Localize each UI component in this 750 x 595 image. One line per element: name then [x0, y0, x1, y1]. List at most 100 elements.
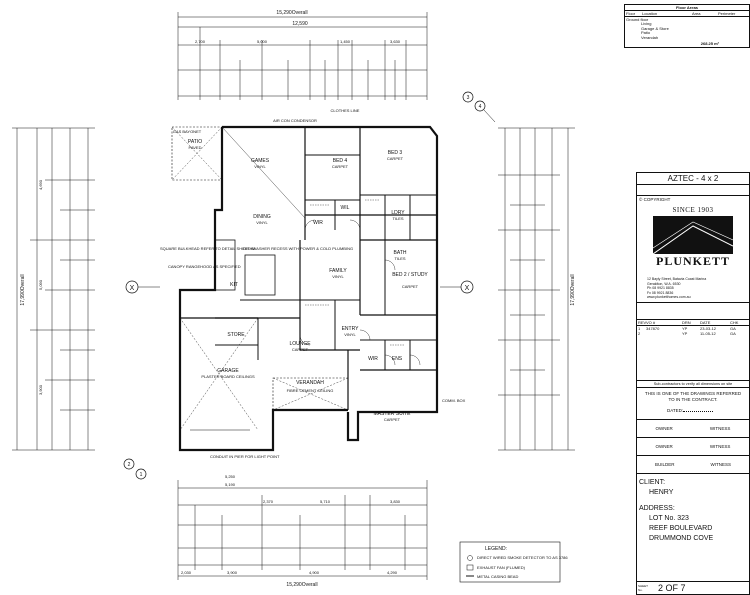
client-section: CLIENT: HENRY: [637, 474, 749, 498]
dated-field: DATED:: [637, 406, 749, 415]
plan-notes: AIR CON CONDENSOR CLOTHES LINE GAS BAYON…: [160, 108, 466, 459]
svg-text:PLASTER BOARD CEILINGS: PLASTER BOARD CEILINGS: [201, 374, 255, 379]
legend-item-exhaust: EXHAUST FAN (FLUMED): [477, 565, 526, 570]
bottom-chain-4: 4,290: [387, 570, 398, 575]
grid-marker-left: X: [125, 280, 160, 294]
left-dimension-strings: [12, 127, 95, 451]
svg-text:CARPET: CARPET: [384, 417, 401, 422]
room-label-lounge: LOUNGE: [289, 341, 311, 347]
floor-areas-title: Floor Areas: [625, 5, 749, 11]
room-label-laundry: LDRY: [391, 210, 405, 216]
copyright: © COPYRIGHT: [639, 197, 671, 202]
svg-text:CARPET: CARPET: [387, 156, 404, 161]
note-conduit: CONDUIT IN PIER FOR LIGHT POINT: [210, 454, 280, 459]
room-label-master-suite: MASTER SUITE: [374, 411, 412, 417]
address-street: REEF BOULEVARD: [649, 524, 713, 532]
legend-title: LEGEND:: [485, 546, 507, 552]
note-aircon: AIR CON CONDENSOR: [273, 118, 317, 123]
company-logo: SINCE 1903 PLUNKETT: [645, 206, 741, 276]
bottom-chain-1: 2,030: [181, 570, 192, 575]
floor-area-row: Patio: [641, 30, 651, 35]
revision-table: REV VO # DRN DATE CHK 1 347870 YP 23-03-…: [637, 320, 749, 381]
legend-item-smoke: DIRECT WIRED SMOKE DETECTOR TO AS 3786: [477, 555, 568, 560]
left-chain-1: 4,690: [38, 179, 43, 190]
svg-text:1: 1: [140, 472, 143, 478]
legend-item-metal-bead: METAL CASING BEAD: [477, 574, 518, 579]
bottom-dim-5: 3,830: [390, 499, 401, 504]
svg-text:VINYL: VINYL: [332, 274, 344, 279]
address-label: ADDRESS:: [639, 504, 675, 512]
svg-text:VINYL: VINYL: [254, 164, 266, 169]
svg-text:X: X: [130, 285, 135, 292]
logo-since: SINCE 1903: [672, 206, 714, 214]
room-label-dining: DINING: [253, 214, 271, 220]
note-canopy: CANOPY RANGEHOOD AS SPECIFIED: [168, 264, 241, 269]
top-dimension-strings: [177, 12, 428, 100]
section-callout-2-1: 2 1: [123, 458, 147, 480]
room-label-ensuite: ENS: [392, 356, 403, 362]
room-label-bed3: BED 3: [388, 150, 403, 156]
room-label-patio: PATIO: [188, 139, 202, 145]
left-overall-dimension: 17,990Overall: [20, 274, 26, 305]
top-dim-3: 1,450: [340, 39, 351, 44]
svg-text:3: 3: [467, 95, 470, 101]
room-label-garage: GARAGE: [217, 368, 239, 374]
floor-area-total: 268.25 m²: [700, 41, 719, 46]
svg-text:CARPET: CARPET: [332, 164, 349, 169]
room-labels: PATIO PAVED GAMES VINYL BED 4 CARPET BED…: [188, 139, 429, 422]
subcontractor-note: Sub-contractors to verify all dimensions…: [637, 381, 749, 388]
room-label-games: GAMES: [251, 158, 270, 164]
building-walls: [171, 125, 439, 452]
bottom-dim-4: 5,710: [320, 499, 331, 504]
room-label-entry: ENTRY: [342, 326, 360, 332]
bottom-chain-2: 3,900: [227, 570, 238, 575]
roof-logo-icon: [653, 216, 733, 254]
top-dim-2: 5,000: [257, 39, 268, 44]
svg-text:CARPET: CARPET: [402, 284, 419, 289]
right-overall-dimension: 17,990Overall: [570, 274, 576, 305]
floor-name: Ground floor: [626, 17, 649, 22]
client-label: CLIENT:: [639, 478, 666, 486]
sheet-number: 2 OF 7: [658, 583, 686, 593]
svg-text:X: X: [465, 285, 470, 292]
address-section: ADDRESS: LOT No. 323 REEF BOULEVARD DRUM…: [637, 498, 749, 544]
address-lot: LOT No. 323: [649, 514, 689, 522]
top-dim-4: 3,630: [390, 39, 401, 44]
note-dishwasher: DISHWASHER RECESS WITH POWER & COLD PLUM…: [243, 246, 353, 251]
svg-text:2: 2: [128, 462, 131, 468]
top-second-dimension: 12,590: [292, 21, 308, 27]
svg-text:FIBRE CEMENT CEILING: FIBRE CEMENT CEILING: [287, 388, 334, 393]
bottom-overall-dimension: 15,290Overall: [286, 582, 317, 588]
room-label-bath: BATH: [394, 250, 407, 256]
left-chain-2: 5,090: [38, 279, 43, 290]
project-name: AZTEC - 4 x 2: [637, 173, 749, 185]
room-label-wir-master: WIR: [368, 356, 378, 362]
svg-text:TILES: TILES: [392, 216, 403, 221]
left-chain-3: 3,900: [38, 384, 43, 395]
top-overall-dimension: 15,290Overall: [276, 10, 307, 16]
exhaust-fan-icon: [466, 564, 474, 571]
section-callout-3-4: 3 4: [462, 91, 496, 123]
address-suburb: DRUMMOND COVE: [649, 534, 714, 542]
title-block: AZTEC - 4 x 2 © COPYRIGHT SINCE 1903 PLU…: [636, 172, 750, 595]
svg-text:CARPET: CARPET: [292, 347, 309, 352]
floor-area-row: Verandah: [641, 34, 659, 40]
room-label-bed4: BED 4: [333, 158, 348, 164]
svg-text:PAVED: PAVED: [189, 145, 202, 150]
note-comm-box: COMM. BOX: [442, 398, 466, 403]
floor-areas-table: Floor Areas Floor Location Area Perimete…: [624, 4, 750, 48]
floor-area-row: Garage & Store: [641, 25, 669, 31]
logo-company: PLUNKETT: [655, 254, 730, 268]
svg-text:VINYL: VINYL: [344, 332, 356, 337]
smoke-detector-icon: [467, 555, 473, 561]
legend: LEGEND: DIRECT WIRED SMOKE DETECTOR TO A…: [459, 541, 568, 583]
room-label-verandah: VERANDAH: [296, 380, 324, 386]
top-dim-1: 2,700: [195, 39, 206, 44]
svg-text:TILES: TILES: [394, 256, 405, 261]
room-label-wir-bed4: WIR: [313, 220, 323, 226]
